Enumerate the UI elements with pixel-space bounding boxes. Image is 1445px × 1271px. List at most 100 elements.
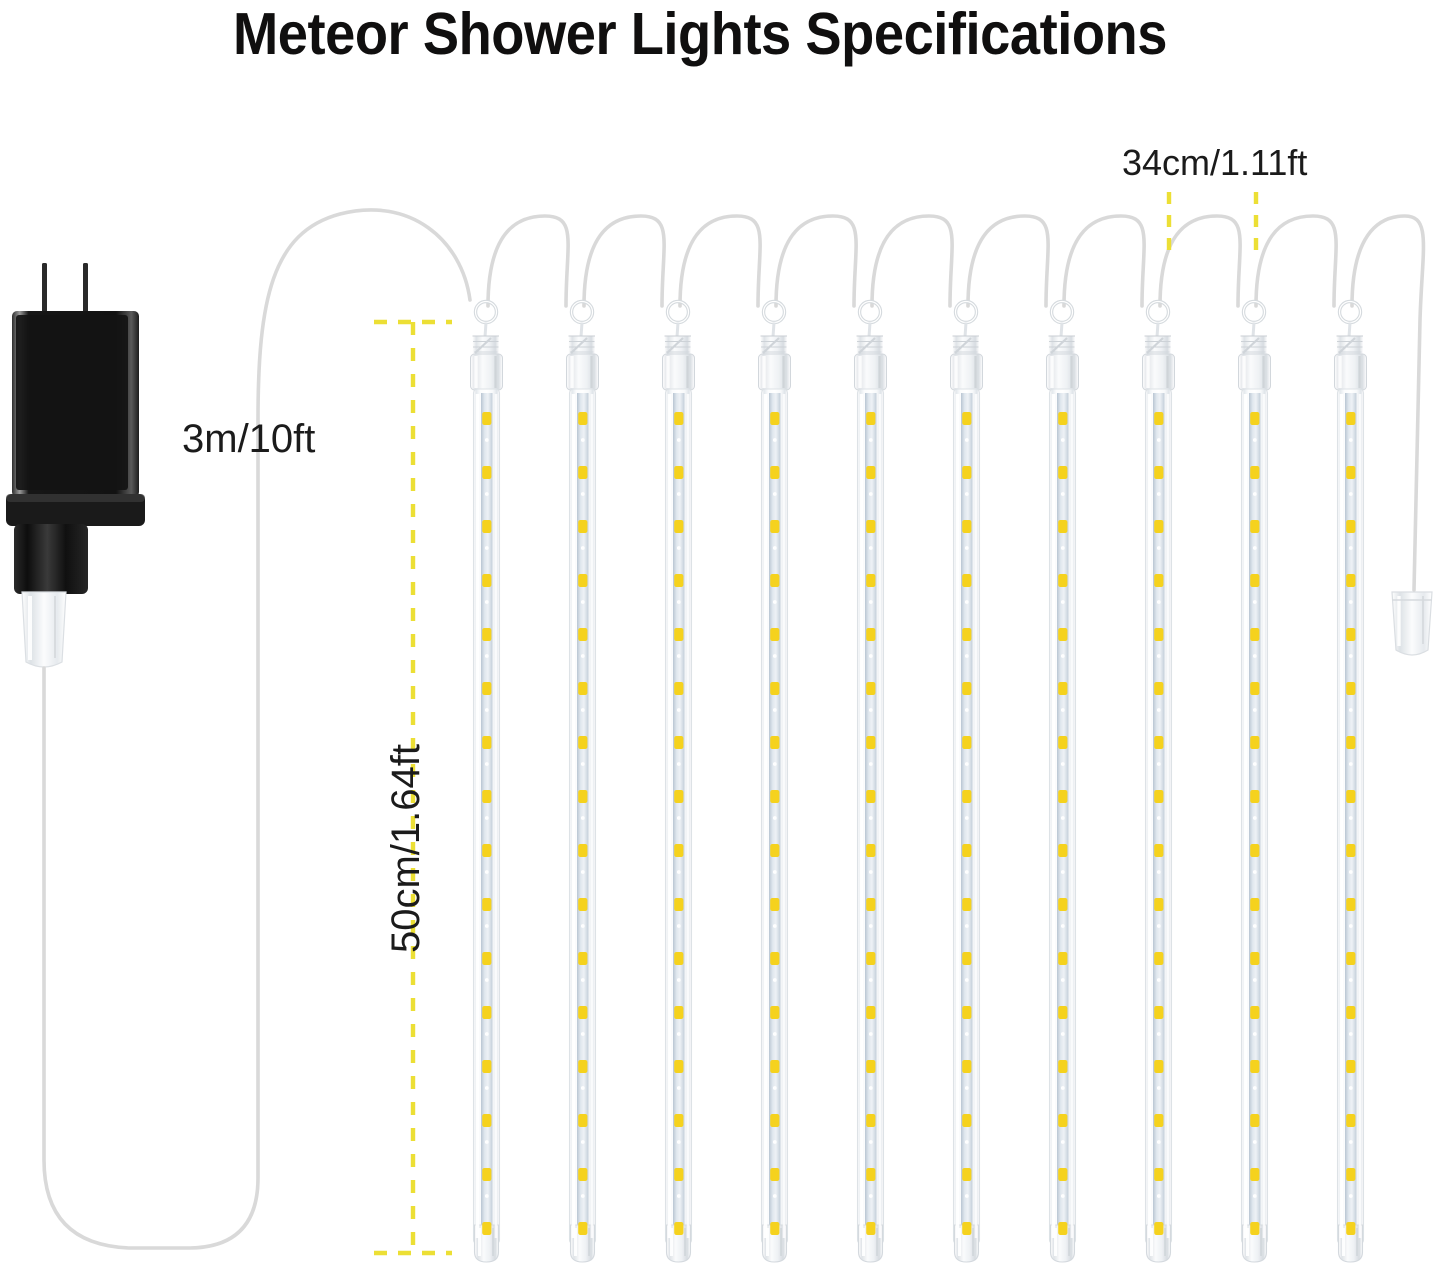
led-chip [770,898,780,911]
cable-length-label: 3m/10ft [182,417,316,461]
pcb-solder-dot [1252,870,1257,874]
led-chip [578,574,588,587]
led-chip [1154,1168,1164,1181]
pcb-solder-dot [580,438,585,442]
led-chip [578,1006,588,1019]
led-chip [1346,412,1356,425]
led-chip [1346,1168,1356,1181]
led-chip [1250,412,1260,425]
led-chip [1346,466,1356,479]
led-chip [770,1114,780,1127]
pcb-solder-dot [676,492,681,496]
led-chip [578,628,588,641]
pcb-solder-dot [868,924,873,928]
pcb-solder-dot [1060,708,1065,712]
power-adapter-group [6,263,145,668]
pcb-solder-dot [1252,1032,1257,1036]
power-cable [42,208,472,1250]
led-chip [1346,952,1356,965]
led-chip [1058,952,1068,965]
tube-length-label: 50cm/1.64ft [384,743,428,953]
pcb-solder-dot [1348,762,1353,766]
pcb-solder-dot [772,492,777,496]
pcb-solder-dot [772,1086,777,1090]
led-chip [674,1060,684,1073]
led-chip [674,844,684,857]
led-chip [1058,520,1068,533]
pcb-solder-dot [1156,1140,1161,1144]
pcb-solder-dot [964,708,969,712]
led-chip [866,844,876,857]
pcb-solder-dot [772,978,777,982]
pcb-solder-dot [1252,1140,1257,1144]
pcb-solder-dot [1060,546,1065,550]
led-chip [1346,628,1356,641]
led-chip [482,790,492,803]
led-chip [1346,1222,1356,1235]
led-chip [1154,952,1164,965]
led-chip [1154,1060,1164,1073]
pcb-solder-dot [868,708,873,712]
led-chip [770,574,780,587]
led-chip [1154,1114,1164,1127]
led-chip [1154,898,1164,911]
led-chip [1346,682,1356,695]
pcb-solder-dot [772,924,777,928]
led-chip [962,1222,972,1235]
led-chip [1154,466,1164,479]
led-chip [866,574,876,587]
pcb-solder-dot [484,492,489,496]
led-chip [674,682,684,695]
led-chip [1346,1060,1356,1073]
led-chip [482,412,492,425]
pcb-solder-dot [1060,600,1065,604]
pcb-solder-dot [964,546,969,550]
led-chip [482,1168,492,1181]
led-chip [1058,574,1068,587]
pcb-solder-dot [772,1140,777,1144]
pcb-solder-dot [1252,546,1257,550]
pcb-solder-dot [1252,492,1257,496]
pcb-solder-dot [1060,1086,1065,1090]
led-chip [578,1114,588,1127]
pcb-solder-dot [772,1032,777,1036]
led-chip [1250,898,1260,911]
pcb-solder-dot [676,816,681,820]
pcb-solder-dot [484,600,489,604]
led-chip [1058,1060,1068,1073]
pcb-solder-dot [580,870,585,874]
led-chip [770,1222,780,1235]
led-chip [674,1006,684,1019]
pcb-solder-dot [580,492,585,496]
led-chip [1346,574,1356,587]
tube-spacing-dimension [1166,192,1259,258]
led-chip [770,1168,780,1181]
led-chip [1154,574,1164,587]
led-chip [1346,736,1356,749]
led-chip [962,1168,972,1181]
led-chip [1346,790,1356,803]
pcb-solder-dot [1252,654,1257,658]
pcb-solder-dot [1060,1140,1065,1144]
led-chip [866,1060,876,1073]
pcb-solder-dot [868,546,873,550]
pcb-solder-dot [484,1194,489,1198]
pcb-solder-dot [580,546,585,550]
led-chip [1250,736,1260,749]
pcb-solder-dot [1060,1194,1065,1198]
pcb-solder-dot [772,870,777,874]
led-chip [1250,1006,1260,1019]
led-chip [866,682,876,695]
pcb-solder-dot [580,654,585,658]
led-chip [962,466,972,479]
pcb-solder-dot [964,438,969,442]
led-chip [482,1222,492,1235]
led-chip [1346,1114,1356,1127]
pcb-solder-dot [868,1140,873,1144]
led-chip [770,1006,780,1019]
pcb-solder-dot [868,1086,873,1090]
pcb-solder-dot [1252,708,1257,712]
pcb-solder-dot [1348,438,1353,442]
led-chip [674,736,684,749]
led-chip [866,520,876,533]
